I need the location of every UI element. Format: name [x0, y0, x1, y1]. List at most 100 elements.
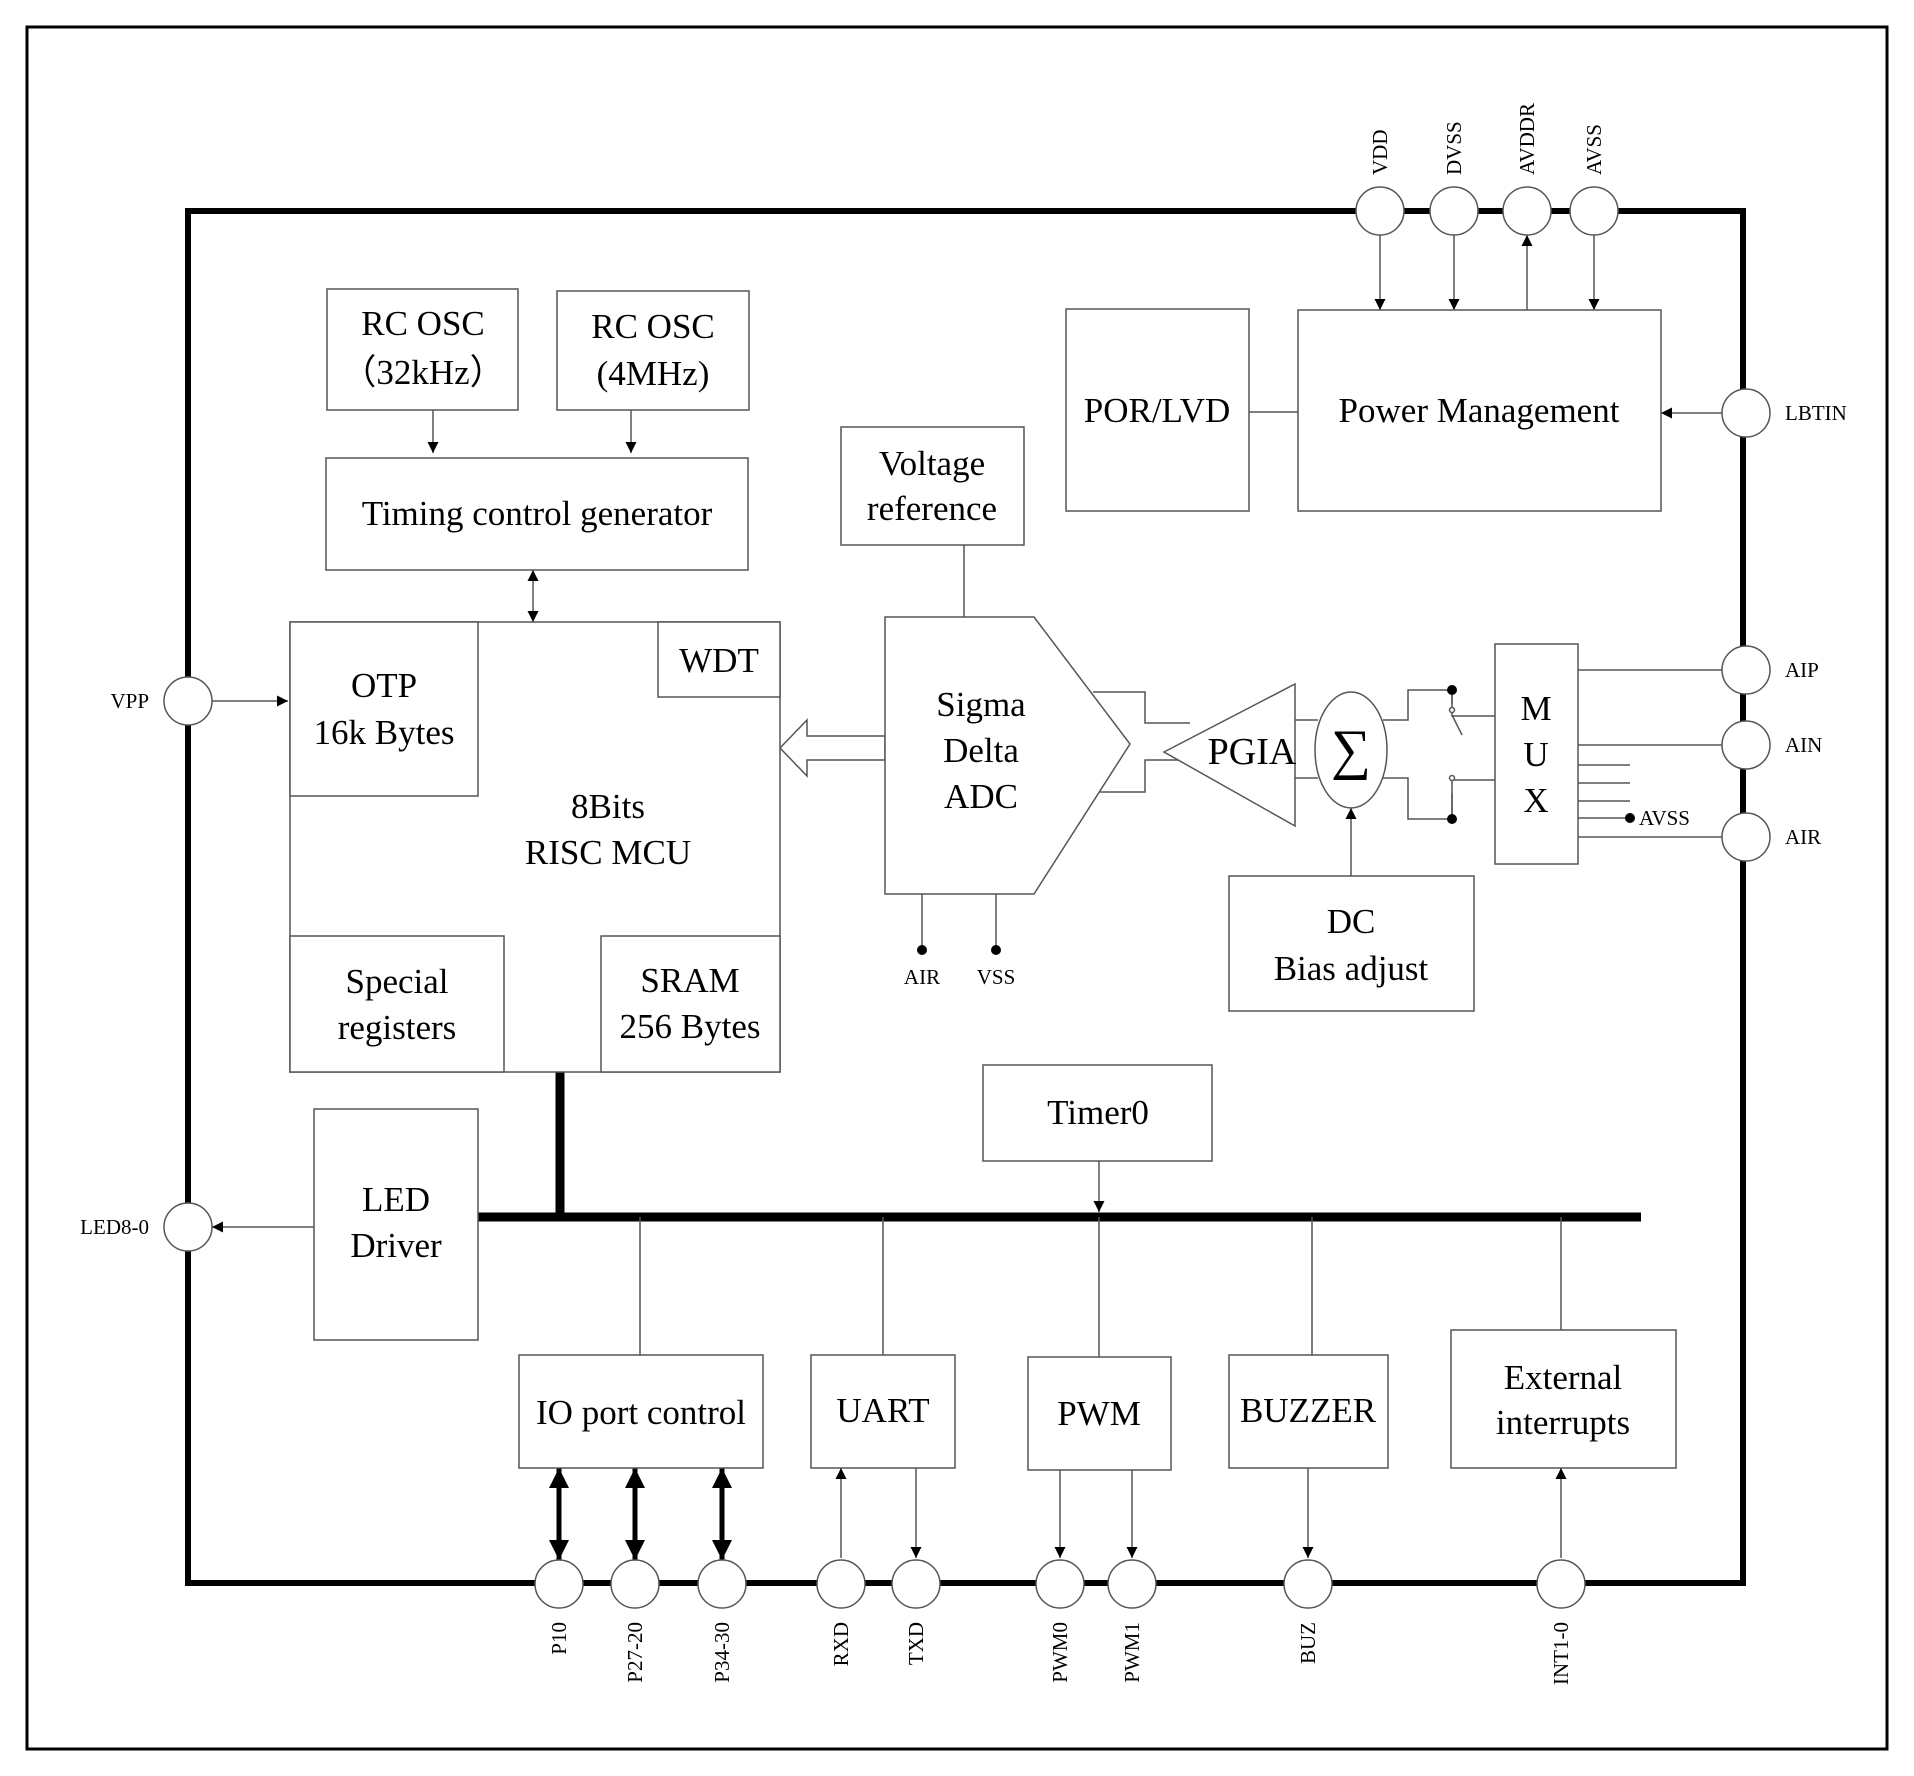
- rc-osc-4m-block: RC OSC (4MHz): [556, 290, 750, 411]
- pin-int: [1536, 1559, 1586, 1609]
- adc-line2: Delta: [943, 731, 1019, 770]
- otp-block: OTP 16k Bytes: [289, 621, 479, 797]
- dc-bias-line1: DC: [1327, 902, 1376, 941]
- vref-line2: reference: [867, 489, 997, 528]
- label-adc-air: AIR: [904, 965, 940, 989]
- special-line2: registers: [338, 1008, 457, 1047]
- led-driver-line2: Driver: [350, 1226, 442, 1265]
- pins: [163, 186, 1771, 1609]
- pwm-label: PWM: [1057, 1394, 1141, 1433]
- sram-line1: SRAM: [640, 961, 739, 1000]
- pin-air: [1721, 812, 1771, 862]
- timer0-label: Timer0: [1047, 1093, 1149, 1132]
- pin-lbtin: [1721, 388, 1771, 438]
- pin-ain: [1721, 720, 1771, 770]
- rc-osc-32k-line2: （32kHz）: [341, 353, 504, 392]
- label-vdd: VDD: [1368, 130, 1392, 176]
- dc-bias-block: DC Bias adjust: [1228, 875, 1475, 1012]
- label-dvss: DVSS: [1442, 121, 1466, 175]
- pin-avss: [1569, 186, 1619, 236]
- pin-pwm0: [1035, 1559, 1085, 1609]
- label-int: INT1-0: [1549, 1622, 1573, 1685]
- rc-osc-4m-line2: (4MHz): [597, 354, 710, 393]
- pin-dvss: [1429, 186, 1479, 236]
- pin-buz: [1283, 1559, 1333, 1609]
- sram-block: SRAM 256 Bytes: [600, 935, 781, 1073]
- pin-led: [163, 1202, 213, 1252]
- rc-osc-32k-block: RC OSC （32kHz）: [326, 288, 519, 411]
- voltage-reference-block: Voltage reference: [840, 426, 1025, 546]
- label-led: LED8-0: [80, 1215, 149, 1239]
- timer0-block: Timer0: [982, 1064, 1213, 1162]
- pin-vdd: [1355, 186, 1405, 236]
- pin-aip: [1721, 645, 1771, 695]
- label-p34: P34-30: [710, 1622, 734, 1683]
- label-avss: AVSS: [1582, 124, 1606, 175]
- connections: [212, 235, 1722, 1560]
- pin-vpp: [163, 676, 213, 726]
- label-txd: TXD: [904, 1622, 928, 1665]
- otp-line1: OTP: [351, 666, 417, 705]
- ext-int-line1: External: [1504, 1358, 1623, 1397]
- pin-p27: [610, 1559, 660, 1609]
- label-pwm0: PWM0: [1048, 1622, 1072, 1683]
- label-buz: BUZ: [1296, 1622, 1320, 1664]
- label-air: AIR: [1785, 825, 1821, 849]
- adc-line1: Sigma: [936, 685, 1026, 724]
- led-driver-line1: LED: [362, 1180, 430, 1219]
- uart-label: UART: [836, 1391, 929, 1430]
- label-adc-vss: VSS: [977, 965, 1016, 989]
- mcu-line2: RISC MCU: [525, 833, 691, 872]
- io-port-control-block: IO port control: [518, 1354, 764, 1469]
- pin-rxd: [816, 1559, 866, 1609]
- label-pwm1: PWM1: [1120, 1622, 1144, 1683]
- pin-p34: [697, 1559, 747, 1609]
- label-avddr: AVDDR: [1515, 103, 1539, 175]
- label-lbtin: LBTIN: [1785, 401, 1847, 425]
- mux-block: M U X: [1494, 643, 1579, 865]
- io-port-control-label: IO port control: [536, 1393, 746, 1432]
- uart-block: UART: [810, 1354, 956, 1469]
- special-registers-block: Special registers: [289, 935, 505, 1073]
- vref-line1: Voltage: [879, 444, 985, 483]
- label-vpp: VPP: [110, 689, 149, 713]
- summing-junction: ∑: [1314, 691, 1388, 809]
- page-frame: [25, 25, 1889, 1751]
- power-management-label: Power Management: [1339, 391, 1620, 430]
- pin-labels: VDD DVSS AVDDR AVSS LBTIN AIP AIN AIR AV…: [80, 103, 1847, 1685]
- adc-line3: ADC: [944, 777, 1018, 816]
- buzzer-block: BUZZER: [1228, 1354, 1389, 1469]
- power-management-block: Power Management: [1297, 309, 1662, 512]
- timing-control-label: Timing control generator: [362, 494, 713, 533]
- label-ain: AIN: [1785, 733, 1822, 757]
- label-aip: AIP: [1785, 658, 1819, 682]
- dc-bias-line2: Bias adjust: [1274, 949, 1429, 988]
- wdt-label: WDT: [679, 641, 759, 680]
- mux-letter-x: X: [1523, 781, 1548, 820]
- otp-line2: 16k Bytes: [314, 713, 455, 752]
- adc-block: Sigma Delta ADC: [884, 616, 1131, 895]
- chip-outline: [185, 208, 1746, 1586]
- pgia-label: PGIA: [1208, 731, 1297, 773]
- por-lvd-block: POR/LVD: [1065, 308, 1250, 512]
- pwm-block: PWM: [1027, 1356, 1172, 1471]
- adc-to-mcu-arrow: [778, 718, 886, 778]
- pin-avddr: [1502, 186, 1552, 236]
- label-rxd: RXD: [829, 1622, 853, 1666]
- special-line1: Special: [345, 962, 448, 1001]
- external-interrupts-block: External interrupts: [1450, 1329, 1677, 1469]
- pin-p10: [534, 1559, 584, 1609]
- rc-osc-32k-line1: RC OSC: [361, 304, 485, 343]
- buzzer-label: BUZZER: [1240, 1391, 1377, 1430]
- label-p27: P27-20: [623, 1622, 647, 1683]
- mux-letter-u: U: [1523, 735, 1548, 774]
- label-avss-mux: AVSS: [1639, 806, 1690, 830]
- mux-letter-m: M: [1520, 689, 1551, 728]
- wdt-block: WDT: [657, 621, 781, 698]
- sigma-symbol: ∑: [1331, 719, 1371, 781]
- por-lvd-label: POR/LVD: [1084, 391, 1231, 430]
- led-driver-block: LED Driver: [313, 1108, 479, 1341]
- label-p10: P10: [547, 1622, 571, 1655]
- ext-int-line2: interrupts: [1496, 1403, 1630, 1442]
